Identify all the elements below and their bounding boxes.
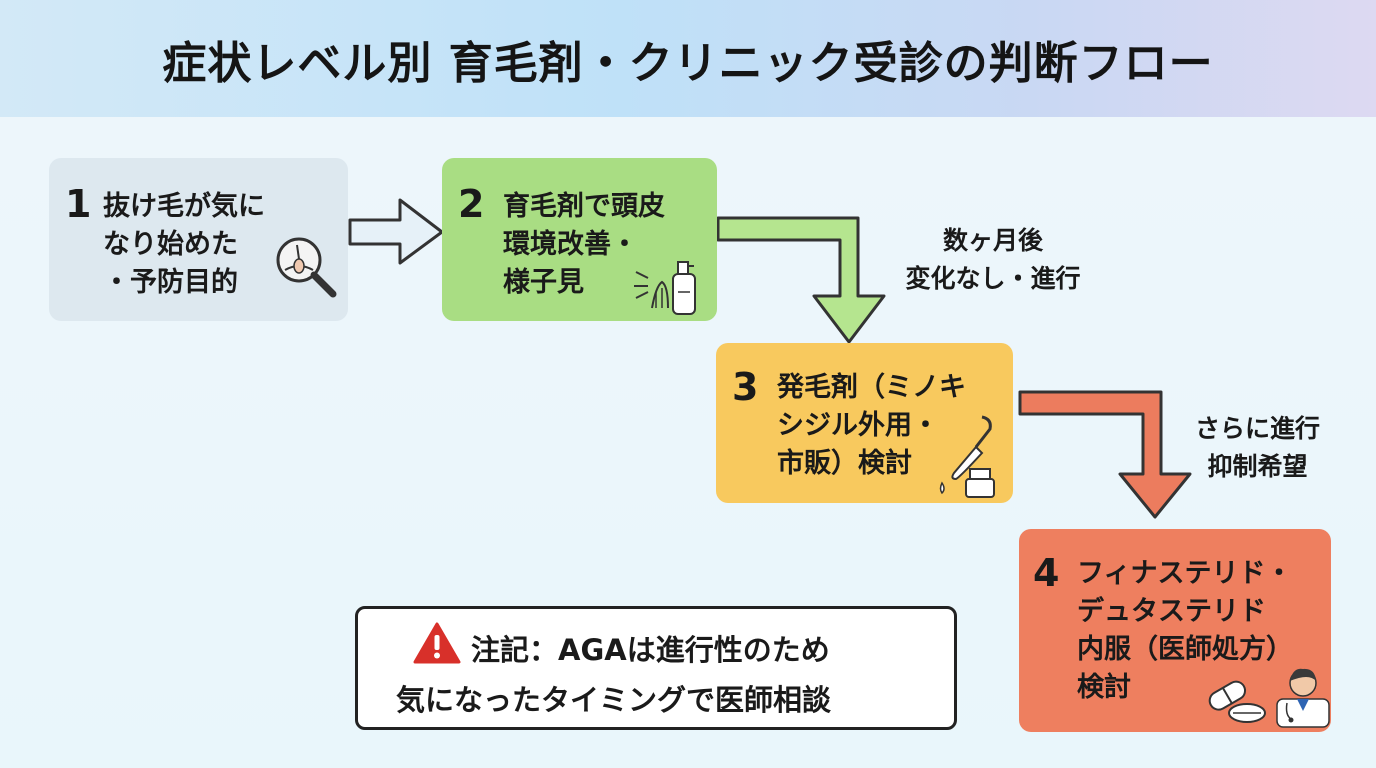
note-line-2: 気になったタイミングで医師相談: [396, 683, 832, 717]
pills-doctor-icon: [1208, 668, 1330, 728]
magnifier-hair-icon: [276, 237, 337, 298]
step-2-box: 2 育毛剤で頭皮 環境改善・ 様子見: [442, 158, 717, 321]
page-title: 症状レベル別 育毛剤・クリニック受診の判断フロー: [162, 37, 1214, 89]
step-1-box: 1 抜け毛が気に なり始めた ・予防目的: [49, 158, 348, 321]
header-banner: 症状レベル別 育毛剤・クリニック受診の判断フロー: [0, 0, 1376, 117]
warning-icon: [413, 622, 461, 664]
arrow-step1-to-step2: [348, 198, 444, 265]
transition-label-3-to-4: さらに進行 抑制希望: [1194, 414, 1320, 481]
step-4-box: 4 フィナステリド・ デュタステリド 内服（医師処方） 検討: [1019, 529, 1331, 732]
step-4-number: 4: [1033, 551, 1060, 595]
spray-bottle-icon: [634, 261, 696, 315]
transition-label-2-to-3: 数ヶ月後 変化なし・進行: [905, 226, 1081, 293]
step-4-text: フィナステリド・ デュタステリド 内服（医師処方） 検討: [1077, 558, 1293, 703]
dropper-bottle-icon: [939, 415, 995, 498]
step-3-text: 発毛剤（ミノキ シジル外用・ 市販）検討: [777, 372, 966, 479]
step-3-number: 3: [732, 365, 759, 409]
note-line-1: 注記：AGAは進行性のため: [471, 633, 830, 667]
step-1-text: 抜け毛が気に なり始めた ・予防目的: [103, 191, 265, 298]
step-3-box: 3 発毛剤（ミノキ シジル外用・ 市販）検討: [716, 343, 1013, 503]
arrow-step3-to-step4: [1018, 390, 1192, 519]
note-box: 注記：AGAは進行性のため 気になったタイミングで医師相談: [355, 606, 957, 730]
arrow-step2-to-step3: [716, 216, 886, 344]
step-2-number: 2: [458, 182, 485, 226]
step-2-text: 育毛剤で頭皮 環境改善・ 様子見: [503, 191, 665, 298]
step-1-number: 1: [65, 182, 92, 226]
